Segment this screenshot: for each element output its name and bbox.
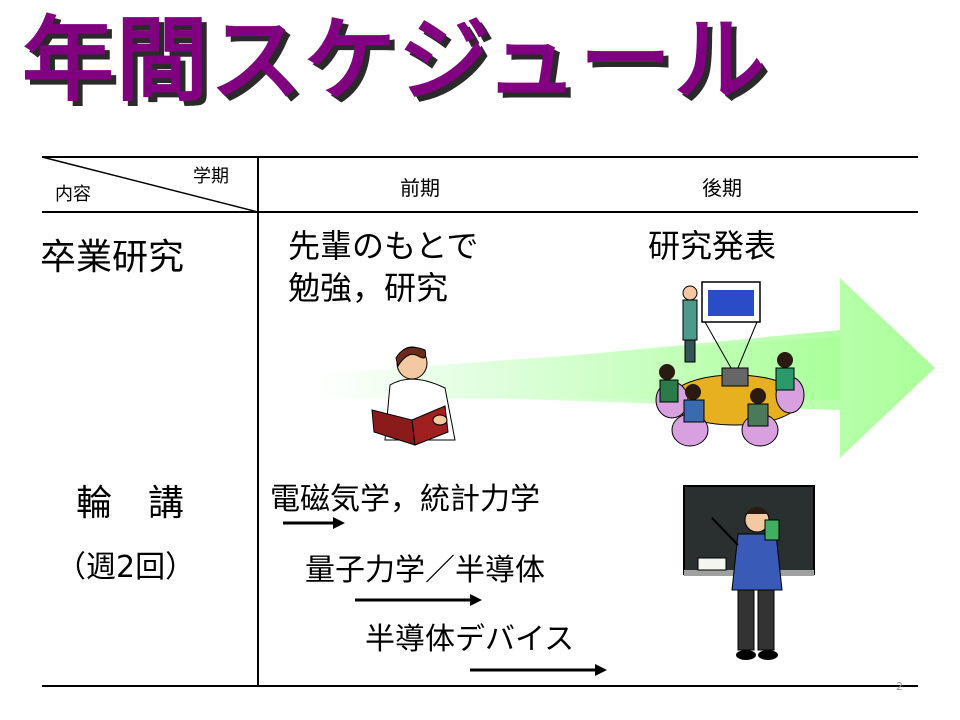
row-label-lecture: 輪 講 [76,483,185,524]
page-number: 2 [896,680,903,693]
presentation-meeting-icon [655,281,805,447]
lecture-arrow-3 [470,664,607,676]
lecture-topic-3: 半導体デバイス [365,622,575,657]
lecture-topic-1: 電磁気学，統計力学 [270,482,540,517]
header-first-term: 前期 [400,176,440,200]
header-second-term: 後期 [702,176,742,200]
header-diagonal [41,156,259,213]
lecture-topic-2: 量子力学／半導体 [305,553,545,588]
row-sublabel-lecture: （週2回） [56,550,196,585]
person-reading-book-icon [371,346,456,446]
slide-title: 年間スケジュール [22,7,768,114]
header-corner-content: 内容 [55,184,91,205]
thesis-first-term-line2: 勉強，研究 [288,269,449,307]
header-corner-term: 学期 [193,166,229,187]
thesis-second-term: 研究発表 [648,227,777,265]
teacher-at-blackboard-icon [683,485,815,660]
thesis-first-term-line1: 先輩のもとで [288,227,479,265]
row-label-thesis: 卒業研究 [40,237,185,278]
lecture-arrow-2 [355,594,482,606]
lecture-arrow-1 [283,517,345,529]
